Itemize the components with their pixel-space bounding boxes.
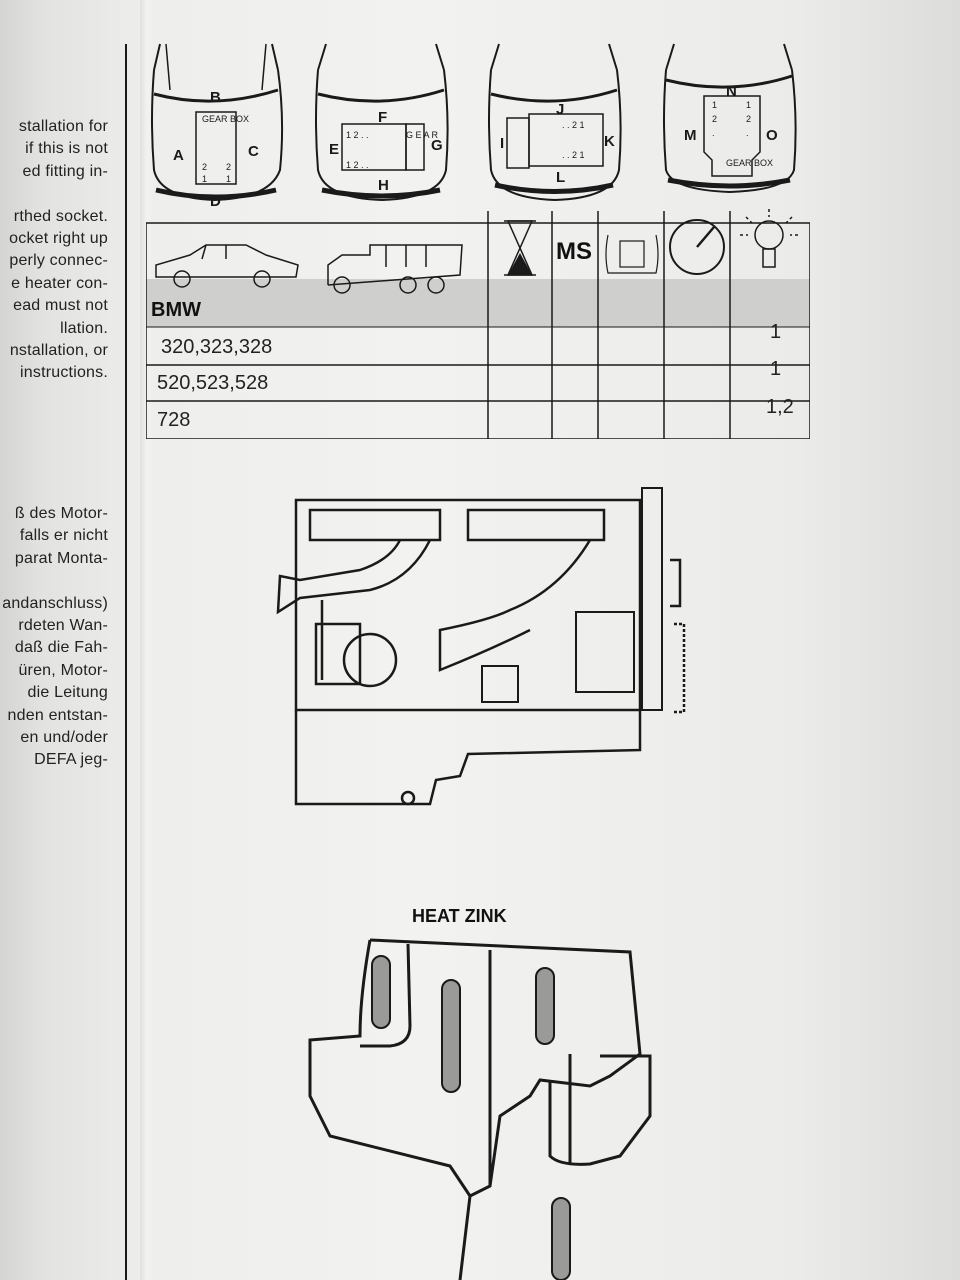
- label-D: D: [210, 193, 221, 210]
- svg-text:2: 2: [202, 162, 207, 172]
- text-line: ead must not: [13, 297, 108, 315]
- svg-text:.: .: [712, 128, 715, 138]
- label-A: A: [173, 147, 184, 164]
- text-line: if this is not: [25, 140, 108, 158]
- text-line: ß des Motor-: [14, 505, 108, 522]
- gearbox-label: GEAR BOX: [202, 114, 249, 124]
- gearbox-label: GEAR BOX: [726, 158, 773, 168]
- text-line: rdeten Wan-: [18, 616, 108, 634]
- engine-bay-diagram-3: [488, 43, 622, 202]
- application-table: 320,323,328 520,523,528 728 1 1 1,2: [146, 209, 810, 439]
- label-E: E: [329, 141, 339, 158]
- pin-row: 1 2 . .: [346, 130, 369, 140]
- text-line: die Leitung: [27, 684, 108, 702]
- engine-bay-diagram-1: [151, 43, 284, 202]
- svg-text:2: 2: [746, 114, 751, 124]
- value-cell: 1,2: [766, 396, 794, 418]
- pin-row: 1 2 . .: [346, 160, 369, 170]
- text-line: DEFA jeg-: [34, 751, 108, 769]
- text-line: perly connec-: [9, 252, 108, 270]
- text-line: [2, 570, 108, 592]
- heat-sink-illustration: [308, 938, 652, 1280]
- text-line: ocket right up: [9, 229, 108, 247]
- text-line: nden entstan-: [7, 706, 108, 724]
- svg-text:1: 1: [712, 100, 717, 110]
- text-line: falls er nicht: [19, 527, 108, 545]
- text-line: instructions.: [20, 364, 108, 382]
- german-text-block: ß des Motor- falls er nicht parat Monta-…: [2, 503, 108, 772]
- text-line: [9, 183, 108, 205]
- label-F: F: [378, 109, 387, 126]
- svg-text:.: .: [746, 128, 749, 138]
- text-line: rthed socket.: [13, 207, 108, 225]
- svg-text:1: 1: [746, 100, 751, 110]
- label-H: H: [378, 177, 389, 194]
- svg-text:1: 1: [226, 174, 231, 184]
- label-I: I: [500, 135, 504, 152]
- engine-bay-diagram-4: [663, 43, 797, 194]
- svg-text:1: 1: [202, 174, 207, 184]
- brand-label: BMW: [151, 299, 201, 321]
- label-N: N: [726, 83, 737, 100]
- pin-row: . . 2 1: [562, 120, 585, 130]
- text-line: llation.: [60, 319, 108, 337]
- svg-text:2: 2: [226, 162, 231, 172]
- label-O: O: [766, 127, 778, 144]
- label-C: C: [248, 143, 259, 160]
- engine-bay-icon: [605, 234, 659, 274]
- label-L: L: [556, 169, 565, 186]
- text-line: e heater con-: [11, 274, 108, 292]
- label-G: G: [431, 137, 443, 154]
- pin-row: . . 2 1: [562, 150, 585, 160]
- engine-bay-diagram-2: [315, 43, 449, 202]
- value-cell: 1: [770, 358, 781, 380]
- label-B: B: [210, 89, 221, 106]
- text-line: stallation for: [18, 118, 108, 135]
- label-K: K: [604, 133, 615, 150]
- text-line: daß die Fah-: [14, 639, 108, 657]
- english-text-block: stallation for if this is not ed fitting…: [9, 116, 108, 385]
- label-J: J: [556, 101, 564, 118]
- svg-text:G E A R: G E A R: [406, 130, 439, 140]
- lightbulb-icon: [740, 209, 798, 268]
- heat-sink-title: HEAT ZINK: [412, 906, 507, 926]
- text-line: üren, Motor-: [18, 661, 108, 679]
- value-cell: 1: [770, 321, 781, 343]
- text-line: en und/oder: [20, 728, 108, 746]
- ms-label: MS: [556, 238, 592, 265]
- engine-illustration: [276, 487, 686, 806]
- model-cell: 520,523,528: [157, 372, 268, 394]
- engine-bay-diagrams: B A C D F E G H J I K L N M O GEAR BOX G…: [151, 43, 797, 210]
- gauge-icon: [669, 219, 725, 275]
- model-cell: 728: [157, 409, 190, 431]
- column-divider: [125, 44, 127, 1280]
- text-line: parat Monta-: [14, 549, 108, 567]
- text-line: andanschluss): [2, 594, 108, 612]
- brand-header-band: [146, 279, 810, 327]
- label-M: M: [684, 127, 697, 144]
- car-icon: [155, 244, 299, 288]
- text-line: ed fitting in-: [22, 162, 108, 180]
- model-cell: 320,323,328: [161, 336, 272, 358]
- text-line: nstallation, or: [9, 341, 108, 359]
- truck-icon: [327, 244, 463, 294]
- svg-text:2: 2: [712, 114, 717, 124]
